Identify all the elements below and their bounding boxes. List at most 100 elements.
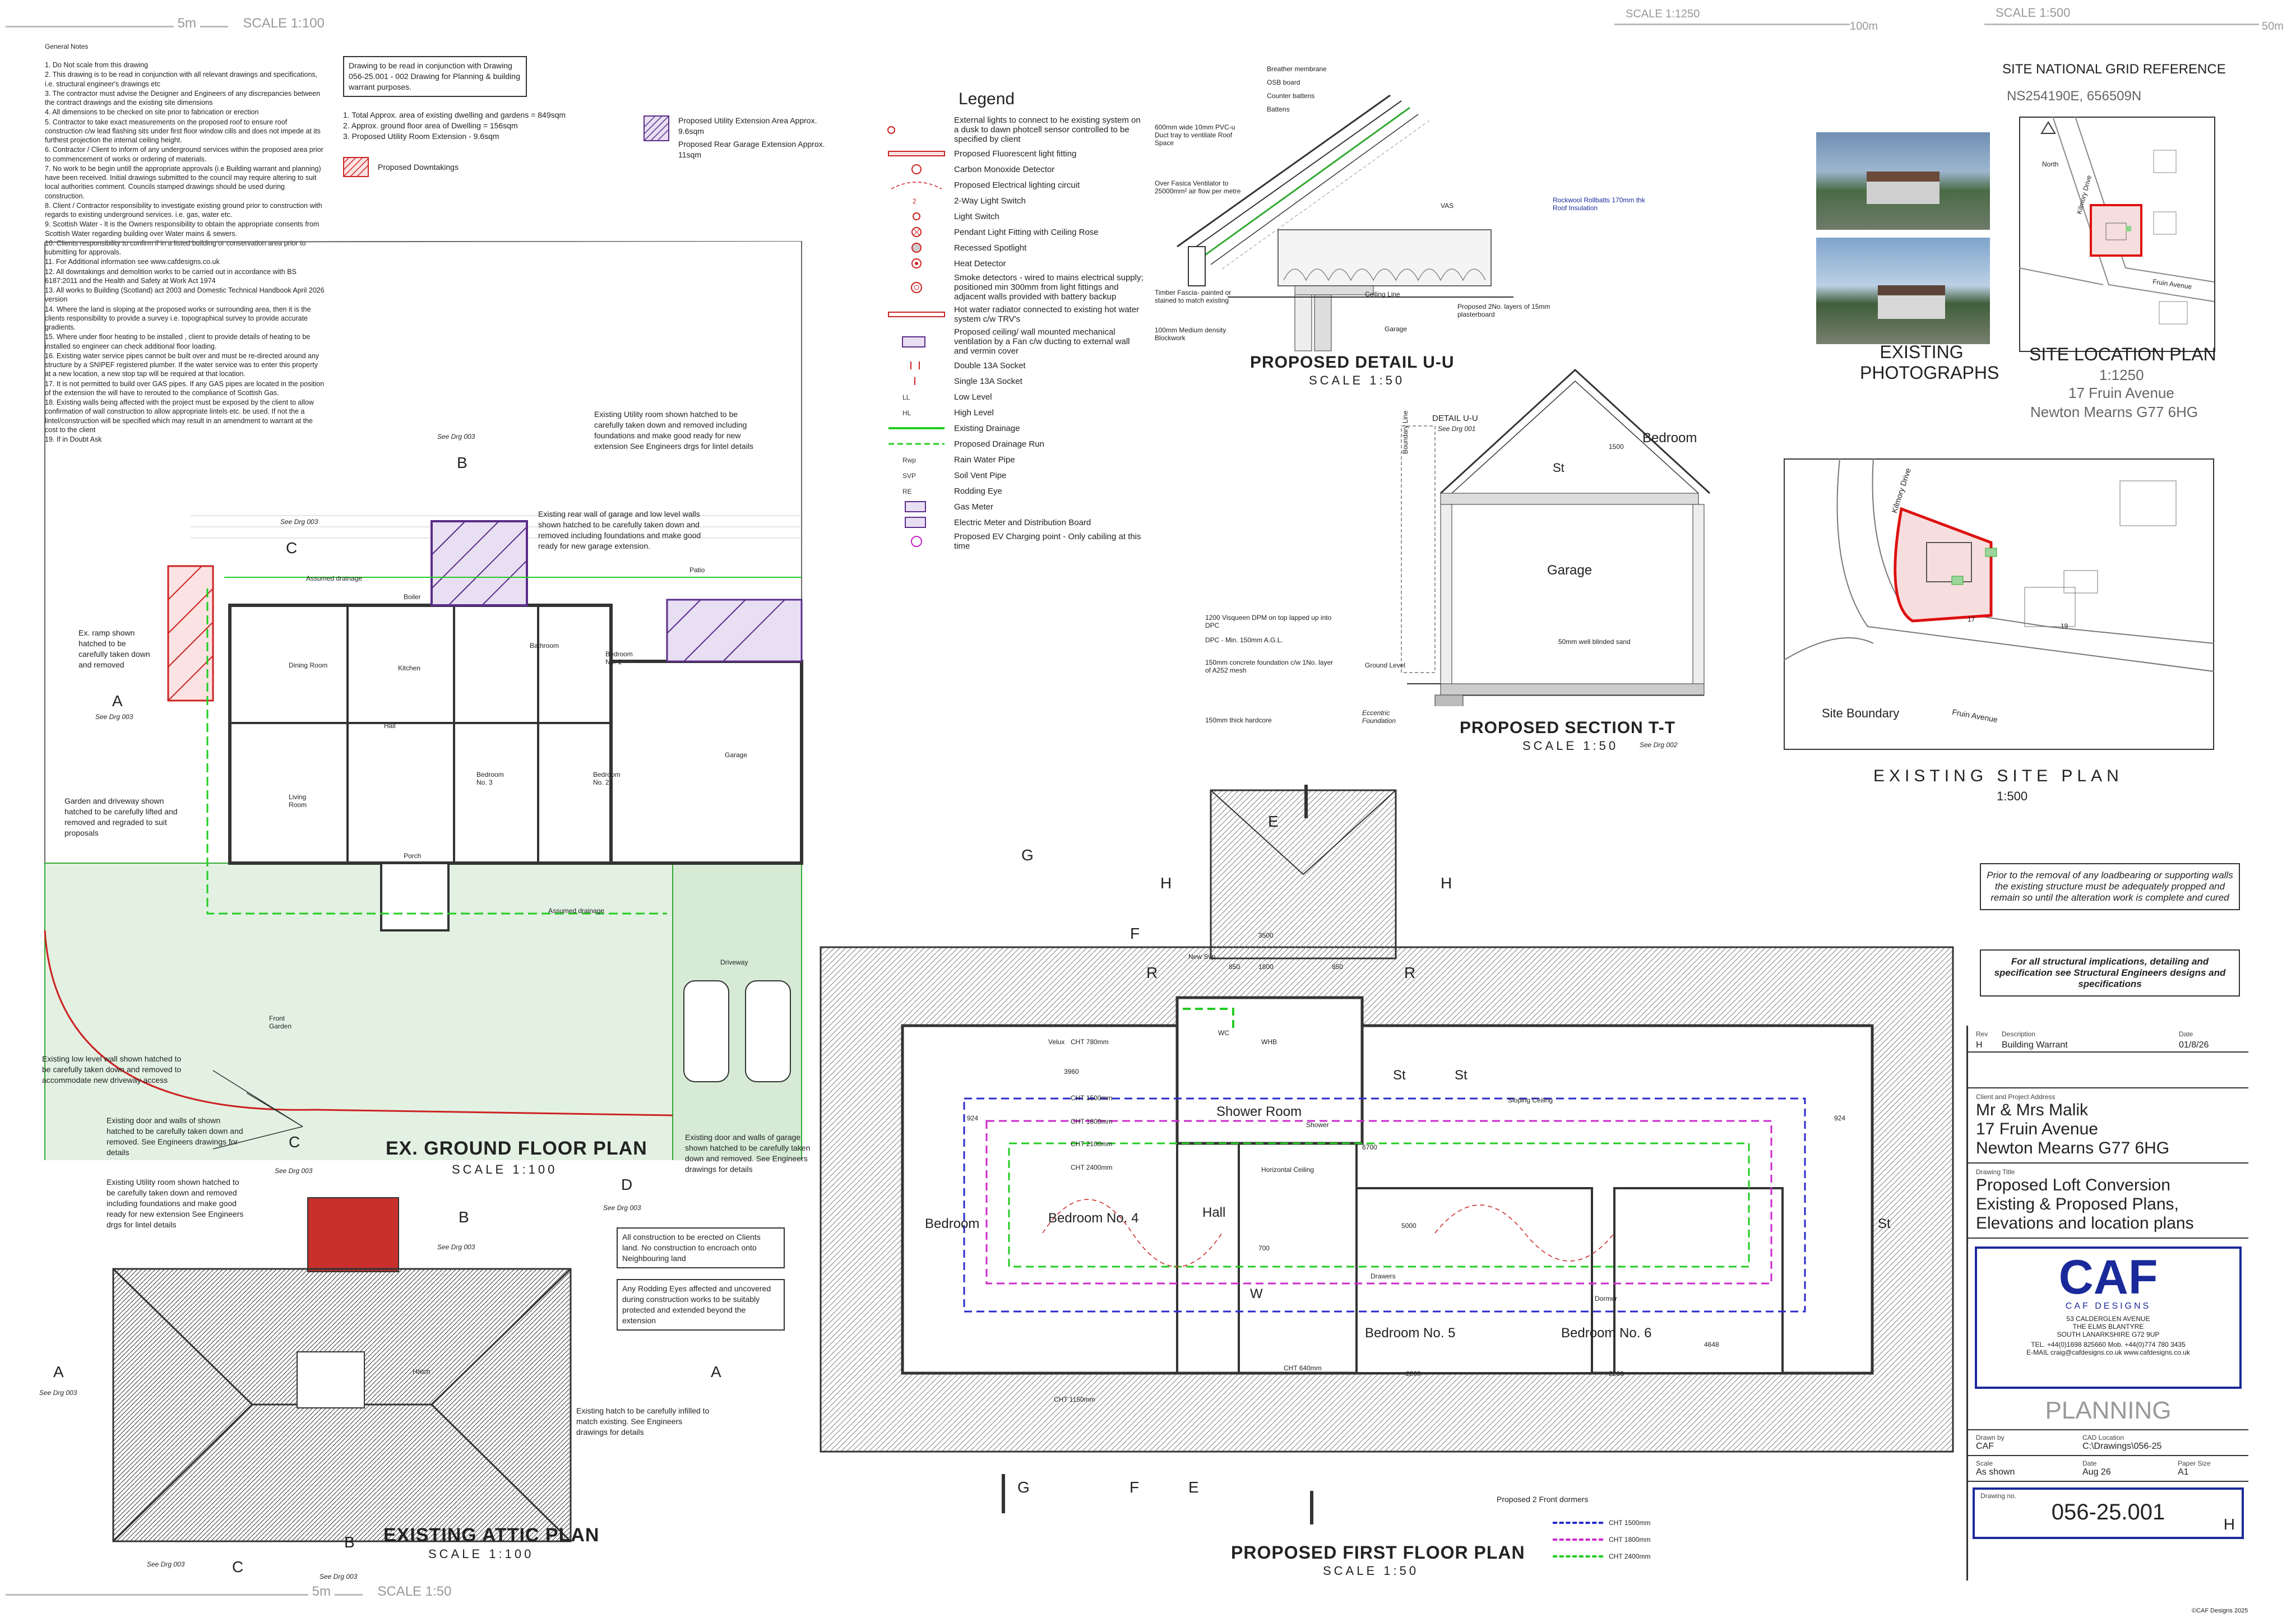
legend-symbol-icon xyxy=(886,242,947,254)
site-address-2: Newton Mearns G77 6HG xyxy=(2030,404,2198,420)
status-label: PLANNING xyxy=(1968,1397,2248,1430)
cht-label: CHT 780mm xyxy=(1071,1038,1109,1046)
scalebar-end: 50m xyxy=(2262,20,2284,33)
legend-symbol-icon xyxy=(886,438,947,450)
detail-label: Timber Fascia- painted or stained to mat… xyxy=(1155,289,1232,304)
scalebar-label: SCALE 1:50 xyxy=(377,1584,452,1599)
detail-label: Proposed 2No. layers of 15mm plasterboar… xyxy=(1457,303,1550,318)
legend-symbol-icon xyxy=(886,535,947,548)
site-address-1: 17 Fruin Avenue xyxy=(2068,384,2174,401)
ground-floor-drawing xyxy=(44,241,803,1160)
paper-label: Paper Size xyxy=(2178,1459,2211,1467)
ground-note: Existing rear wall of garage and low lev… xyxy=(538,509,701,550)
cad-location: C:\Drawings\056-25 xyxy=(2082,1442,2162,1451)
drawers-label: Drawers xyxy=(1371,1272,1396,1280)
client-address-2: Newton Mearns G77 6HG xyxy=(1976,1139,2170,1157)
ground-floor-labels: Dining Room Kitchen Bathroom Bedroom No.… xyxy=(34,241,841,1229)
section-label: Ground Level xyxy=(1365,661,1406,669)
hatch-key-label: Proposed Downtakings xyxy=(378,162,459,172)
room-label: W xyxy=(1250,1286,1263,1301)
general-note-item: 9. Scottish Water - It is the Owners res… xyxy=(45,220,321,238)
desc-col: Description xyxy=(2002,1030,2036,1038)
drawing-no-label: Drawing no. xyxy=(1980,1492,2017,1500)
date-label: Date xyxy=(2082,1459,2097,1467)
hatch-key-downtakings: Proposed Downtakings xyxy=(343,157,459,177)
legend-symbol-icon xyxy=(886,422,947,434)
attic-title: EXISTING ATTIC PLAN xyxy=(383,1524,600,1546)
legend-item: Proposed EV Charging point - Only cabili… xyxy=(886,532,1144,551)
section-tt-labels: DETAIL U-U See Drg 001 Boundary Line Bed… xyxy=(1205,303,1743,725)
drawing-revision: H xyxy=(2223,1516,2235,1533)
company-address: THE ELMS BLANTYRE xyxy=(2072,1323,2144,1331)
velux-label: Velux xyxy=(1048,1038,1065,1046)
scalebar-label: SCALE 1:1250 xyxy=(1626,8,1700,20)
company-address: SOUTH LANARKSHIRE G72 9UP xyxy=(2057,1331,2160,1338)
rev-row: H Building Warrant 01/8/26 xyxy=(1968,1039,2248,1053)
attic-roof-drawing xyxy=(112,1268,572,1542)
general-note-item: 1. Do Not scale from this drawing xyxy=(45,61,149,69)
room-label: Bedroom No. 4 xyxy=(1048,1211,1139,1226)
plot-number: 19 xyxy=(2061,622,2068,630)
client-name: Mr & Mrs Malik xyxy=(1976,1101,2088,1119)
room-label: St xyxy=(1455,1068,1468,1083)
legend-label: Proposed Electrical lighting circuit xyxy=(954,180,1080,190)
detail-label: VAS xyxy=(1441,202,1454,210)
section-ref: See Drg 003 xyxy=(147,1560,185,1568)
room-label: Bedroom No. 5 xyxy=(1365,1326,1456,1341)
section-mark-c: C xyxy=(289,1133,300,1151)
legend-item: Existing Drainage xyxy=(886,422,1144,434)
section-room: Bedroom xyxy=(1642,430,1697,446)
section-mark-b: B xyxy=(459,1208,469,1226)
legend-item: Light Switch xyxy=(886,210,1144,223)
legend-label: Electric Meter and Distribution Board xyxy=(954,517,1091,527)
legend-item: External lights to connect to he existin… xyxy=(886,115,1144,144)
section-ref: See Drg 003 xyxy=(603,1204,641,1212)
ground-note: Existing door and walls of shown hatched… xyxy=(107,1116,243,1157)
drawing-title-label: Drawing Title xyxy=(1976,1168,2015,1176)
legend-item: Proposed Drainage Run xyxy=(886,438,1144,450)
legend-label: 2-Way Light Switch xyxy=(954,196,1026,206)
scalebar-bottom: 5m SCALE 1:50 xyxy=(6,1584,451,1600)
logo-text: CAF xyxy=(2058,1250,2158,1304)
house-shape xyxy=(1867,172,1939,204)
legend-symbol-icon: RE xyxy=(886,485,947,497)
drawn-by-label: Drawn by xyxy=(1976,1434,2005,1442)
section-label: DETAIL U-U xyxy=(1432,414,1478,423)
room-label: Shower Room xyxy=(1216,1104,1302,1119)
detail-label: Over Fasica Ventilator to 25000mm² air f… xyxy=(1155,179,1241,195)
section-dim: 1500 xyxy=(1609,443,1624,451)
cad-label: CAD Location xyxy=(2082,1434,2124,1442)
dim: 5000 xyxy=(1401,1222,1417,1230)
dim: 1800 xyxy=(1258,963,1274,971)
legend-item: Electric Meter and Distribution Board xyxy=(886,516,1144,529)
section-mark-d: D xyxy=(621,1176,633,1193)
general-note-item: 12. All downtakings and demolition works… xyxy=(45,267,299,285)
section-mark-r: R xyxy=(1404,964,1416,981)
whb-label: WHB xyxy=(1261,1038,1277,1046)
cht-label: CHT 2100mm xyxy=(1071,1140,1113,1148)
section-mark-g: G xyxy=(1021,846,1034,864)
general-note-item: 14. Where the land is sloping at the pro… xyxy=(45,305,313,332)
site-location-scale: 1:1250 xyxy=(2099,367,2144,383)
section-ref: See Drg 003 xyxy=(280,518,318,526)
legend-label: Soil Vent Pipe xyxy=(954,470,1007,480)
room-label: St xyxy=(1393,1068,1406,1083)
drawn-by: CAF xyxy=(1976,1442,1994,1451)
general-note-item: 17. It is not permitted to build over GA… xyxy=(45,379,326,397)
dim: 700 xyxy=(1258,1244,1270,1252)
legend-symbol-icon xyxy=(886,226,947,238)
title-block: Rev Description Date H Building Warrant … xyxy=(1966,1026,2248,1581)
cht-label: CHT 1500mm xyxy=(1071,1094,1113,1102)
legend-symbol-icon: 2 xyxy=(886,194,947,207)
section-ref: See Drg 003 xyxy=(95,713,133,721)
existing-photo-1 xyxy=(1816,132,1990,230)
legend-item: Heat Detector xyxy=(886,257,1144,270)
legend-label: Heat Detector xyxy=(954,258,1006,268)
existing-site-plan xyxy=(1784,458,2214,750)
dim: 850 xyxy=(1332,963,1344,971)
general-note-item: 18. Existing walls being affected with t… xyxy=(45,398,316,434)
dim: 4648 xyxy=(1704,1341,1719,1348)
purple-hatch-icon xyxy=(644,115,669,141)
